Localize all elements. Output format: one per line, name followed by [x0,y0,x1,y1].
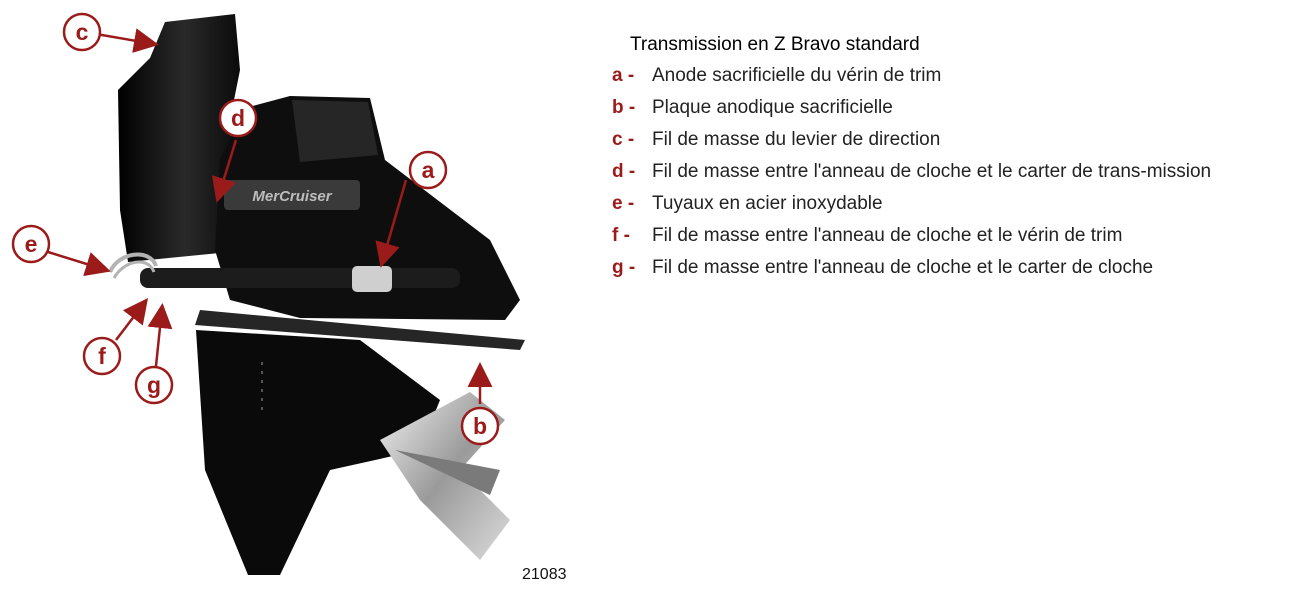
svg-text:b: b [473,413,487,439]
legend-key: g - [612,257,636,278]
legend-text: Anode sacrificielle du vérin de trim [652,65,942,86]
legend-key: c - [612,129,635,150]
svg-text:a: a [422,157,435,183]
svg-text:c: c [76,19,89,45]
legend-item-g: g - Fil de masse entre l'anneau de cloch… [568,256,1288,284]
svg-text:f: f [98,343,106,369]
legend-text: Fil de masse entre l'anneau de cloche et… [652,257,1154,278]
legend-text: Fil de masse entre l'anneau de cloche et… [652,161,1212,182]
callout-e: e [11,224,51,264]
sterndrive-illustration: MerCruiser c d a e f g b [11,12,525,575]
callout-a: a [408,150,448,190]
legend-text: Plaque anodique sacrificielle [652,97,893,118]
callout-f: f [82,336,122,376]
stainless-hoses [108,252,158,273]
svg-text:e: e [25,231,38,257]
callout-c: c [62,12,102,52]
legend-key: e - [612,193,635,214]
callout-b: b [460,406,500,446]
legend-item-d: d - Fil de masse entre l'anneau de cloch… [568,160,1288,188]
legend-item-b: b - Plaque anodique sacrificielle [568,96,1288,124]
anti-ventilation-plate [195,310,525,350]
legend-text: Fil de masse du levier de direction [652,129,941,150]
legend-title: Transmission en Z Bravo standard [630,34,920,55]
figure-number: 21083 [522,566,567,583]
upper-drive-housing [215,96,520,320]
sacrificial-anode-trim [352,266,392,292]
brand-label: MerCruiser [252,188,332,205]
svg-text:g: g [147,372,161,398]
legend-item-e: e - Tuyaux en acier inoxydable [568,192,1288,220]
callout-g: g [134,365,174,405]
lower-gearcase [196,330,440,575]
legend-list: a - Anode sacrificielle du vérin de trim… [568,64,1288,288]
legend-text: Tuyaux en acier inoxydable [652,193,883,214]
legend-text: Fil de masse entre l'anneau de cloche et… [652,225,1123,246]
callout-d: d [218,98,258,138]
legend-item-a: a - Anode sacrificielle du vérin de trim [568,64,1288,92]
brand-plate [224,180,360,210]
legend-item-f: f - Fil de masse entre l'anneau de cloch… [568,224,1288,252]
legend-key: f - [612,225,630,246]
legend-item-c: c - Fil de masse du levier de direction [568,128,1288,156]
legend-key: b - [612,97,636,118]
legend-key: a - [612,65,635,86]
trim-cylinder [140,268,460,288]
legend-key: d - [612,161,636,182]
svg-text:d: d [231,105,245,131]
